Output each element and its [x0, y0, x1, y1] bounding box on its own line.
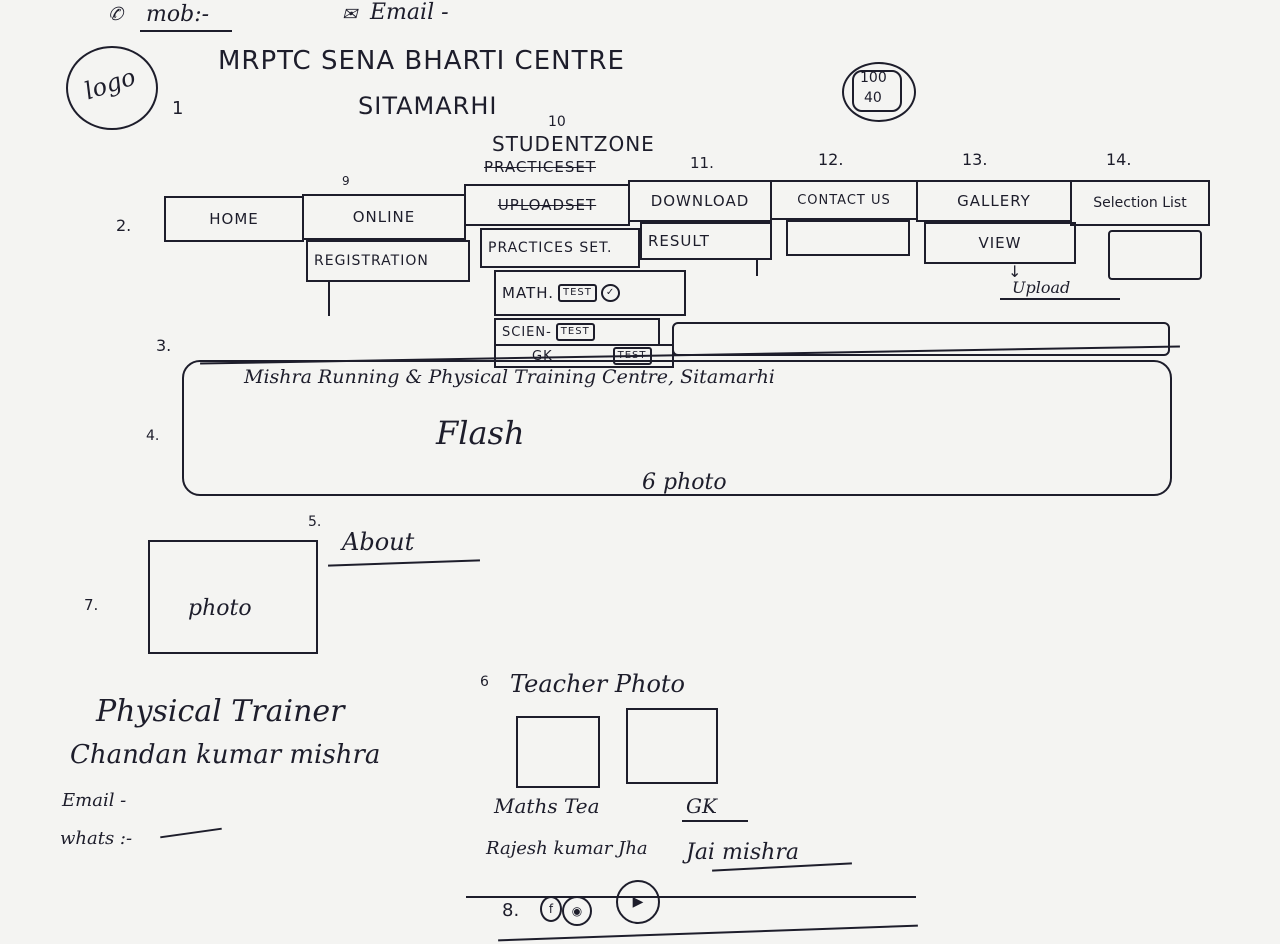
marquee-text: Mishra Running & Physical Training Centr… — [244, 366, 775, 388]
visitor-counter-bottom: 40 — [864, 90, 882, 106]
teachers-marker: 6 — [480, 674, 489, 690]
selection-number: 14. — [1106, 150, 1132, 169]
footer-marker: 8. — [502, 900, 520, 921]
teacher-2-name: Jai mishra — [686, 840, 799, 865]
download-number: 11. — [690, 154, 714, 172]
nav-online-registration[interactable]: REGISTRATION — [306, 240, 470, 282]
contact-number: 12. — [818, 150, 844, 169]
nav-selection-sub[interactable] — [1108, 230, 1202, 280]
photo-note-underline — [676, 494, 820, 496]
student-zone-number: 10 — [548, 114, 566, 130]
student-zone-label[interactable]: STUDENTZONE — [492, 132, 655, 156]
nav-online[interactable]: ONLINE — [302, 194, 466, 240]
nav-download[interactable]: DOWNLOAD — [628, 180, 772, 222]
trainer-marker: 7. — [84, 596, 99, 614]
subject-math[interactable]: MATH. TEST ✓ — [494, 270, 686, 316]
logo[interactable] — [66, 46, 158, 130]
trainer-role: Physical Trainer — [96, 694, 345, 729]
gallery-number: 13. — [962, 150, 988, 169]
math-test-button[interactable]: TEST — [558, 284, 597, 302]
nav-marker: 2. — [116, 216, 132, 235]
teacher-2-subject: GK — [686, 794, 717, 818]
marquee-bar — [672, 322, 1170, 356]
instagram-icon[interactable]: ◉ — [562, 896, 592, 926]
nav-upload-set[interactable]: UPLOADSET — [464, 184, 630, 226]
nav-contact-us[interactable]: CONTACT US — [770, 180, 918, 220]
phone-icon: ✆ — [108, 4, 124, 25]
whatsapp-underline — [160, 827, 222, 839]
marquee-marker: 3. — [156, 336, 172, 355]
footer-top-line — [466, 896, 916, 898]
mobile-underline — [140, 30, 232, 32]
trainer-whatsapp: whats :- — [60, 828, 133, 849]
subject-math-label: MATH. — [502, 284, 554, 302]
youtube-icon[interactable]: ▶ — [616, 880, 660, 924]
gallery-upload-note: Upload — [1012, 278, 1071, 297]
trainer-photo — [148, 540, 318, 654]
about-underline — [328, 559, 480, 567]
footer-bottom-line — [498, 924, 918, 942]
nav-selection-list[interactable]: Selection List — [1070, 180, 1210, 226]
visitor-counter — [842, 62, 916, 122]
online-dropdown-line — [328, 282, 330, 316]
facebook-icon[interactable]: f — [540, 896, 562, 922]
teacher-photo-1 — [516, 716, 600, 788]
about-marker: 5. — [308, 514, 322, 530]
practice-set-struck: PRACTICESET — [484, 158, 597, 176]
teacher-2-subject-underline — [682, 820, 748, 822]
upload-underline — [1000, 298, 1120, 300]
teacher-1-name: Rajesh kumar Jha — [486, 838, 648, 859]
mobile-label: mob:- — [146, 2, 210, 27]
nav-result[interactable]: RESULT — [640, 222, 772, 260]
email-icon: ✉ — [342, 4, 358, 25]
nav-upload-set-label: UPLOADSET — [497, 196, 597, 214]
trainer-photo-label: photo — [188, 596, 252, 621]
flash-marker: 4. — [146, 428, 160, 444]
math-tick-icon[interactable]: ✓ — [600, 284, 621, 302]
email-label: Email - — [370, 0, 449, 25]
nav-home[interactable]: HOME — [164, 196, 304, 242]
teacher-photo-2 — [626, 708, 718, 784]
nav-gallery-view[interactable]: VIEW — [924, 222, 1076, 264]
visitor-counter-inner — [852, 70, 902, 112]
nav-practice-set[interactable]: PRACTICES SET. — [480, 228, 640, 268]
site-title-line2: SITAMARHI — [358, 92, 498, 120]
subject-science-label: SCIEN- — [502, 324, 552, 340]
nav-contact-sub[interactable] — [786, 220, 910, 256]
teacher-1-subject: Maths Tea — [494, 794, 600, 818]
subject-science[interactable]: SCIEN- TEST — [494, 318, 660, 346]
online-number: 9 — [342, 174, 350, 188]
arrow-down-icon: ↓ — [1008, 262, 1022, 281]
visitor-counter-top: 100 — [860, 70, 887, 86]
site-title-line1: MRPTC SENA BHARTI CENTRE — [218, 46, 625, 76]
trainer-email: Email - — [62, 790, 127, 811]
result-dropdown-line — [756, 258, 758, 276]
logo-marker: 1 — [172, 98, 184, 119]
science-test-button[interactable]: TEST — [555, 323, 595, 341]
about-label[interactable]: About — [342, 528, 415, 556]
nav-gallery[interactable]: GALLERY — [916, 180, 1072, 222]
flash-photo-note: 6 photo — [642, 470, 727, 495]
teachers-title: Teacher Photo — [510, 670, 686, 698]
flash-label: Flash — [436, 414, 525, 452]
trainer-name: Chandan kumar mishra — [70, 740, 381, 770]
